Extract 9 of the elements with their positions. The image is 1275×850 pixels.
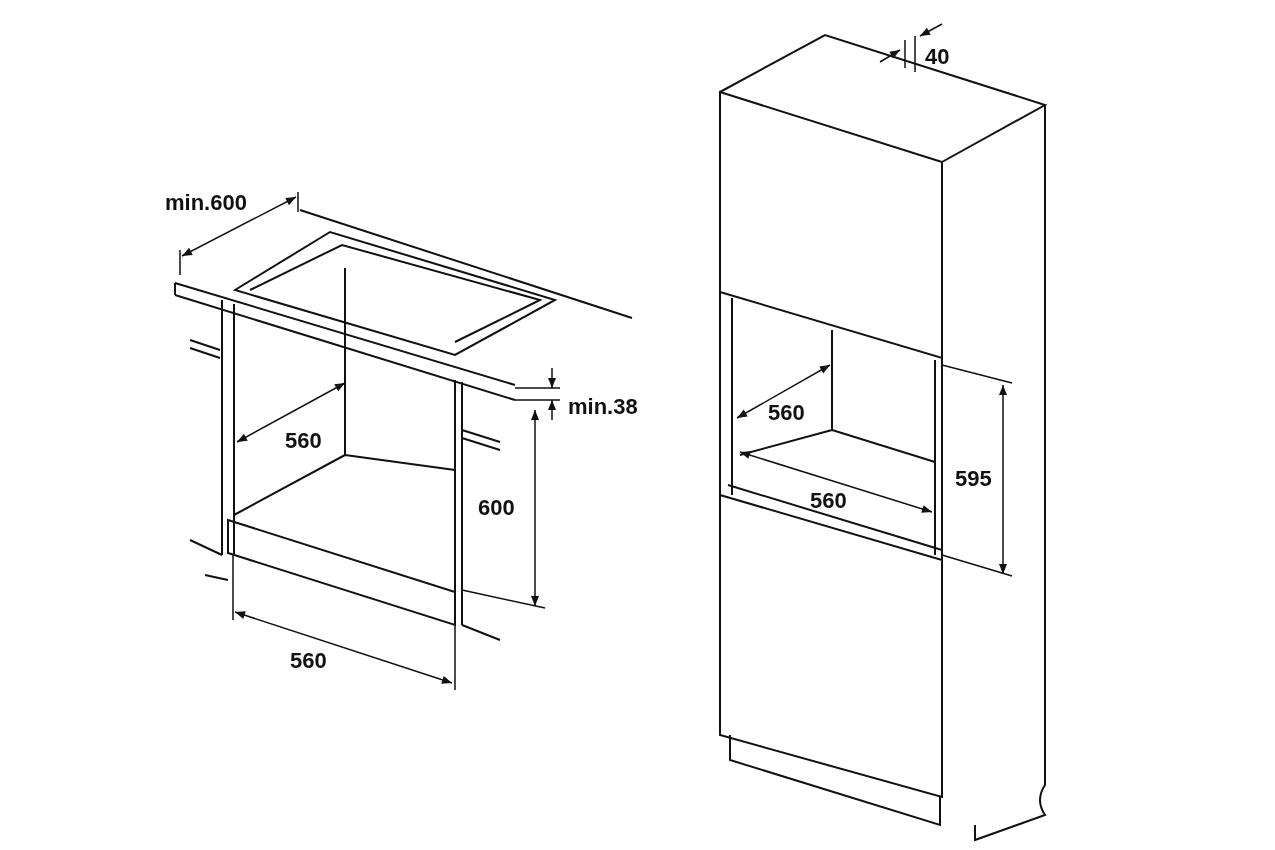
- dimension-label: 560: [290, 650, 327, 672]
- dimension-label: 560: [810, 490, 847, 512]
- dimension-label: 40: [925, 46, 950, 68]
- dimension-label: 600: [478, 497, 515, 519]
- dimension-label: 560: [768, 402, 805, 424]
- dimension-label: 560: [285, 430, 322, 452]
- dimension-label: 595: [955, 468, 992, 490]
- dimension-label: min.38: [568, 396, 638, 418]
- dimension-label: min.600: [165, 192, 247, 214]
